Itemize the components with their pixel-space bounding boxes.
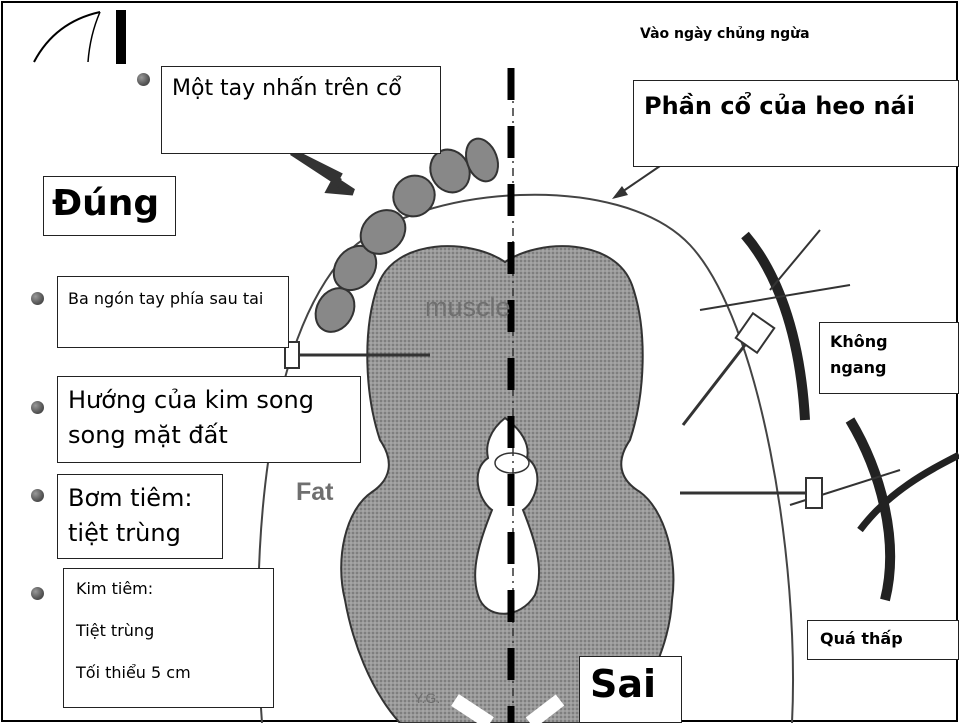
needle-direction-label: Hướng của kim song song mặt đất (68, 386, 314, 449)
arrow-neck-of-sow (612, 166, 660, 199)
wrong-box: Sai (579, 656, 682, 723)
corner-logo (34, 10, 126, 64)
too-low-box: Quá thấp (807, 620, 959, 660)
one-hand-box: Một tay nhấn trên cổ (161, 66, 441, 154)
needle-box: Kim tiêm: Tiệt trùng Tối thiểu 5 cm (63, 568, 274, 708)
needle-min-length: Tối thiểu 5 cm (76, 663, 261, 683)
bullet-1 (137, 73, 150, 86)
needle-direction-box: Hướng của kim song song mặt đất (57, 376, 361, 463)
wrong-label: Sai (590, 662, 656, 706)
not-horizontal-label: Không ngang (830, 332, 888, 377)
fat-label: Fat (296, 478, 334, 507)
too-low-label: Quá thấp (820, 629, 903, 648)
three-fingers-label: Ba ngón tay phía sau tai (68, 289, 263, 308)
correct-box: Đúng (43, 176, 176, 236)
neck-of-sow-box: Phần cổ của heo nái (633, 80, 959, 167)
bullet-3 (31, 401, 44, 414)
header-title: Vào ngày chủng ngừa (640, 26, 810, 42)
needle-title: Kim tiêm: (76, 579, 261, 599)
bullet-4 (31, 489, 44, 502)
spinal-cord (495, 453, 529, 473)
bullet-5 (31, 587, 44, 600)
neck-of-sow-label: Phần cổ của heo nái (644, 92, 915, 120)
correct-label: Đúng (52, 183, 159, 224)
three-fingers-box: Ba ngón tay phía sau tai (57, 276, 289, 348)
wrong-needle-low (680, 420, 959, 600)
not-horizontal-box: Không ngang (819, 322, 959, 394)
one-hand-label: Một tay nhấn trên cổ (172, 76, 402, 101)
arrow-one-hand (292, 152, 353, 192)
syringe-box: Bơm tiêm: tiệt trùng (57, 474, 223, 559)
needle-sterile: Tiệt trùng (76, 621, 261, 641)
bullet-2 (31, 292, 44, 305)
signature-label: Y.G. (414, 690, 440, 706)
syringe-label: Bơm tiêm: tiệt trùng (68, 484, 192, 547)
muscle-label: muscle (425, 292, 511, 323)
